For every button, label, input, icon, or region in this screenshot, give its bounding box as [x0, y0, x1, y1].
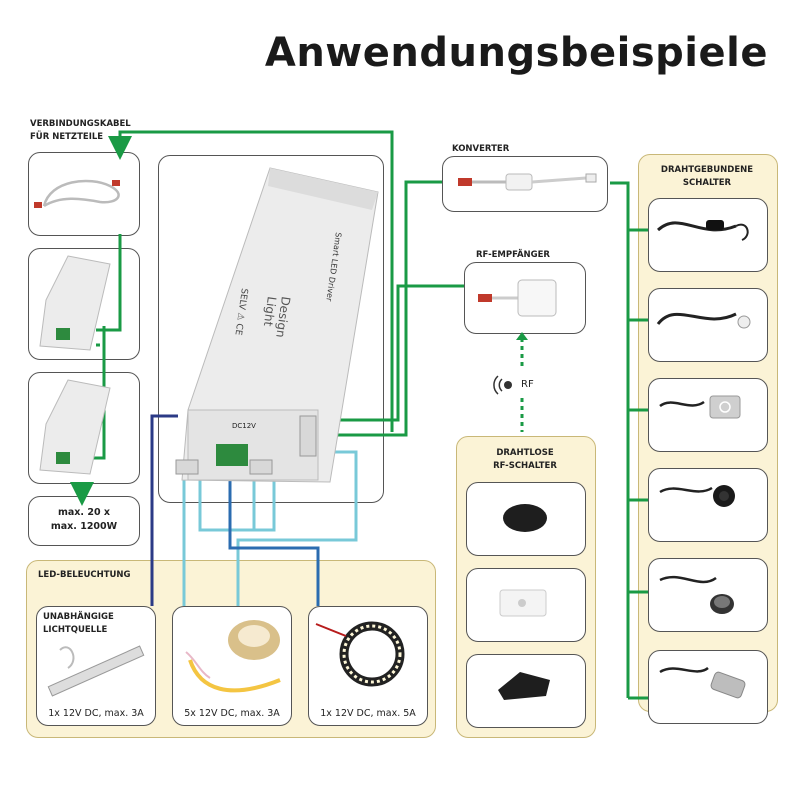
page-title: Anwendungsbeispiele [264, 30, 768, 76]
wired-switch-box-4 [648, 468, 768, 542]
small-driver-1 [39, 255, 111, 351]
converter-image [458, 173, 597, 191]
driver-brand-2: Light [261, 296, 279, 328]
connection-cable-label: VERBINDUNGSKABEL FÜR NETZTEILE [30, 118, 131, 144]
rf-receiver-image [478, 279, 557, 317]
wireless-switch-1-image [503, 504, 547, 532]
wireless-switches-label-line2: RF-SCHALTER [493, 461, 557, 471]
light-source-image [47, 645, 145, 697]
wireless-switch-2-image [499, 589, 547, 617]
connection-cable-label-line1: VERBINDUNGSKABEL [30, 119, 131, 129]
spots-image [185, 620, 281, 693]
wired-switch-3-image [659, 395, 741, 419]
blue-wiring [228, 478, 320, 606]
independent-light-label-line2: LICHTQUELLE [43, 625, 108, 635]
driver-output-text: DC12V [232, 422, 256, 430]
rf-signal-icon [504, 381, 512, 389]
max-power: max. 1200W [50, 521, 118, 532]
rf-receiver-line [318, 284, 464, 422]
rf-signal-label: RF [521, 379, 534, 390]
wired-bus [610, 181, 630, 698]
wired-switch-6-image [659, 666, 746, 699]
independent-light-label-line1: UNABHÄNGIGE [43, 612, 114, 622]
wireless-switches-label-line1: DRAHTLOSE [496, 448, 554, 458]
driver-brand-1: Design [273, 296, 293, 339]
wired-switch-box-5 [648, 558, 768, 632]
connection-cable-label-line2: FÜR NETZTEILE [30, 132, 104, 142]
wireless-switches-label: DRAHTLOSE RF-SCHALTER [456, 447, 594, 473]
strip-image [315, 621, 405, 687]
spots-caption: 5x 12V DC, max. 3A [184, 708, 280, 719]
wired-switches-label-line1: DRAHTGEBUNDENE [660, 165, 754, 175]
navy-wiring [150, 414, 178, 606]
connection-cable-image [34, 179, 120, 208]
main-driver-device [175, 167, 379, 483]
converter-label: KONVERTER [452, 144, 510, 154]
wired-switch-box-6 [648, 650, 768, 724]
wired-switch-box-3 [648, 378, 768, 452]
small-driver-2 [39, 379, 111, 475]
rf-arrow [516, 332, 528, 340]
wired-switches-label-line2: SCHALTER [682, 178, 732, 188]
independent-light-label: UNABHÄNGIGE LICHTQUELLE [43, 611, 114, 637]
led-lighting-label: LED-BELEUCHTUNG [38, 570, 131, 580]
box1-down [92, 326, 106, 460]
max-count: max. 20 x [57, 507, 110, 518]
green-wiring [70, 130, 648, 700]
wired-switch-1-image [656, 220, 749, 241]
wireless-switch-3-image [498, 672, 550, 700]
wired-switch-5-image [659, 575, 734, 614]
lightblue-wiring [182, 450, 358, 606]
wired-switch-2-image [656, 312, 751, 329]
cable-top-line [108, 130, 394, 432]
rf-receiver-label: RF-EMPFÄNGER [476, 250, 550, 260]
connection-cable-box [28, 152, 140, 236]
strip-caption: 1x 12V DC, max. 5A [320, 708, 416, 719]
converter-line [318, 180, 442, 437]
light-source-caption: 1x 12V DC, max. 3A [48, 708, 144, 719]
wired-switch-4-image [659, 485, 735, 507]
wired-switches-label: DRAHTGEBUNDENE SCHALTER [638, 164, 776, 190]
